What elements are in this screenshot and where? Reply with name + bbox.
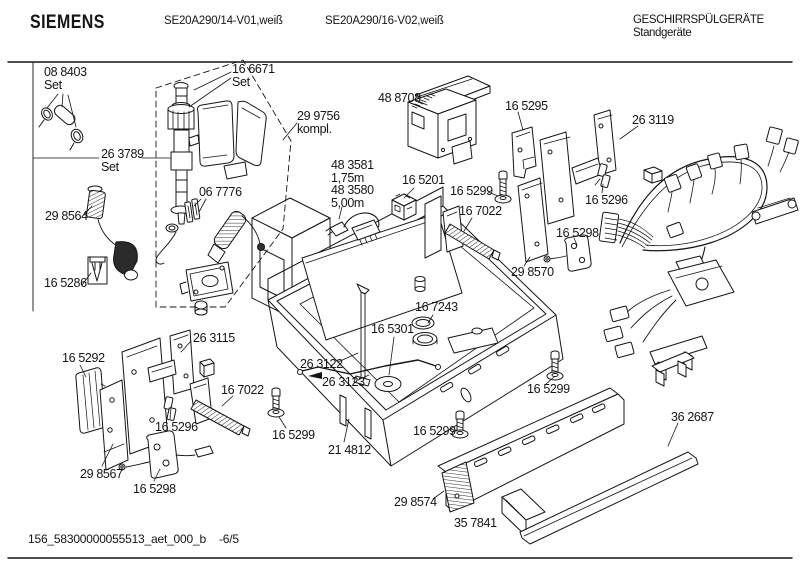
part-label-16-5298-right: 16 5298 [556, 226, 599, 240]
part-label-48-3581-48-3580: 48 3581 1,75m 48 3580 5,00m [331, 158, 374, 210]
part-label-26-3115: 26 3115 [193, 331, 235, 345]
part-label-26-3789: 26 3789 Set [101, 147, 144, 174]
bracket-16-5295 [512, 127, 536, 178]
direction-arrow [308, 372, 322, 379]
screw-16-5299-center [452, 411, 468, 438]
part-label-48-8708: 48 8708 [378, 91, 421, 105]
part-label-16-5299-midright: 16 5299 [527, 382, 570, 396]
wiring-harness [599, 127, 799, 380]
rail-16-7022-left [190, 378, 250, 436]
part-label-16-7243: 16 7243 [415, 300, 458, 314]
part-label-16-5286: 16 5286 [44, 276, 87, 290]
aquastop-coil-hose [208, 209, 265, 263]
part-label-16-5292: 16 5292 [62, 351, 105, 365]
hose-clamp-set-08-8403 [39, 103, 85, 150]
model-variant-2: SE20A290/16-V02,weiß [325, 15, 444, 27]
latch-16-5298-right [544, 235, 591, 271]
plinth-end-cap-35-7841 [502, 489, 545, 536]
model-variant-1: SE20A290/14-V01,weiß [164, 15, 283, 27]
base-panel-29-8574 [438, 388, 624, 512]
bracket-26-3119 [572, 110, 616, 184]
part-label-29-8574: 29 8574 [394, 495, 437, 509]
part-label-26-3122: 26 3122 [300, 357, 343, 371]
part-label-29-8570: 29 8570 [511, 265, 554, 279]
brand-logo: SIEMENS [30, 12, 105, 33]
plinth-clip-bracket [652, 352, 694, 386]
part-label-35-7841: 35 7841 [454, 516, 497, 530]
screw-16-5299-left [268, 388, 284, 417]
aquastop-dashed-enclosure [156, 60, 291, 307]
relay-block-16-5201 [392, 194, 416, 220]
pulley-disc-16-5301 [375, 377, 401, 392]
part-label-16-5298-bottom: 16 5298 [133, 482, 176, 496]
plinth-strip-36-2687 [520, 452, 698, 544]
part-label-16-5301: 16 5301 [371, 322, 414, 336]
leader-lines [33, 72, 678, 499]
part-label-16-6671: 16 6671 Set [232, 62, 275, 89]
control-module-48-8708 [408, 76, 490, 164]
sheet-number: -6/5 [219, 532, 239, 546]
small-connector-cube-left [200, 359, 214, 377]
part-label-08-8403: 08 8403 Set [44, 65, 87, 92]
part-label-16-5299-top: 16 5299 [450, 184, 493, 198]
document-code: 156_58300000055513_aet_000_b [28, 532, 206, 546]
aquastop-mounting-plate [180, 262, 233, 315]
part-label-29-8564: 29 8564 [45, 209, 88, 223]
aquastop-valve-16-6671 [156, 83, 266, 265]
part-label-29-9756: 29 9756 kompl. [297, 109, 340, 136]
mounting-plates-29-8570 [518, 132, 574, 262]
part-label-16-5296-left: 16 5296 [155, 420, 198, 434]
part-label-16-7022-left: 16 7022 [221, 383, 264, 397]
connector-pins-06-7776 [185, 199, 200, 223]
part-label-16-7022-top: 16 7022 [459, 204, 502, 218]
clip-16-5296-left [164, 397, 176, 421]
lever-wire-26-3123 [298, 360, 441, 379]
latch-16-5298-bottom [119, 431, 213, 478]
small-connector-cube-right [644, 167, 662, 183]
part-label-16-5201: 16 5201 [402, 173, 445, 187]
clip-16-5296-right [595, 163, 610, 187]
part-label-29-8567: 29 8567 [80, 467, 123, 481]
screw-16-5299-right [547, 351, 563, 380]
part-label-21-4812: 21 4812 [328, 443, 371, 457]
part-label-16-5299-center: 16 5299 [413, 424, 456, 438]
base-pan-21-4812 [252, 187, 563, 466]
screw-16-5299-top [495, 171, 511, 203]
part-label-16-5296-right: 16 5296 [585, 193, 628, 207]
part-label-26-3119: 26 3119 [632, 113, 674, 127]
inlet-spring-29-8564 [86, 186, 137, 280]
part-label-06-7776: 06 7776 [199, 185, 242, 199]
part-label-16-5295: 16 5295 [505, 99, 548, 113]
product-category: GESCHIRRSPÜLGERÄTE Standgeräte [633, 14, 764, 39]
part-label-36-2687: 36 2687 [671, 410, 714, 424]
actuating-rod-26-3122 [354, 284, 370, 386]
seal-rings-16-7243 [412, 317, 437, 346]
part-label-16-5299-left: 16 5299 [272, 428, 315, 442]
power-cord-48-3580 [326, 213, 380, 245]
part-label-26-3123: 26 3123 [322, 375, 365, 389]
rail-16-7022-top [443, 206, 500, 260]
bracket-16-5286 [88, 257, 107, 284]
bracket-26-3115 [148, 330, 194, 394]
